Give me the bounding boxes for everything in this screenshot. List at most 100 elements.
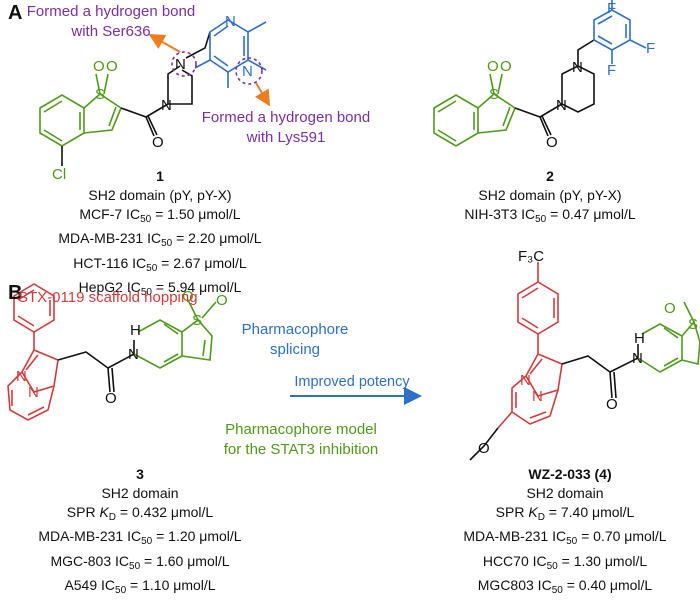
property-sub: 50 [129, 560, 141, 572]
property-sub: D [537, 511, 545, 523]
property-post: = 2.20 μmol/L [172, 230, 262, 246]
atom-o-3b: O [216, 292, 228, 309]
atom-h-4: H [634, 330, 645, 347]
annotation-ser636-line2: with Ser636 [71, 23, 151, 40]
atom-n-pyrazine-1b: N [242, 63, 253, 80]
chemical-structures [7, 0, 700, 461]
annotation-ser636: Formed a hydrogen bond with Ser636 [26, 2, 196, 42]
property-post: = 0.432 μmol/L [116, 503, 214, 520]
property-pre: SPR [66, 503, 100, 520]
panel-a-letter: A [8, 2, 23, 24]
property-post: = 1.30 μmol/L [557, 552, 648, 569]
pharmacophore-splicing-label: Pharmacophore splicing [230, 320, 360, 360]
compound-1-number: 1 [156, 168, 164, 184]
property-line: MDA-MB-231 IC50 = 2.20 μmol/L [20, 229, 300, 254]
property-post: = 0.40 μmol/L [562, 577, 653, 593]
property-pre: MDA-MB-231 IC [463, 528, 567, 544]
property-pre: SPR [495, 503, 529, 520]
property-sub: 50 [146, 262, 158, 274]
property-sub: 50 [566, 536, 578, 547]
compound-1-structure [39, 19, 271, 166]
property-line: SPR KD = 7.40 μmol/L [430, 503, 700, 528]
atom-o-1a: O [93, 58, 105, 75]
scaffold-hopping-label: STX-0119 scaffold hopping [18, 289, 198, 306]
compound-2-number: 2 [546, 168, 554, 184]
property-pre: MDA-MB-231 IC [38, 528, 142, 544]
property-post: = 1.10 μmol/L [126, 577, 216, 593]
atom-s-2: S [489, 86, 500, 103]
property-post: = 5.94 μmol/L [151, 279, 242, 295]
pharmacophore-model-line2: for the STAT3 inhibition [223, 441, 379, 458]
atom-f3c-4: F₃C [518, 248, 545, 265]
atom-o-2b: O [500, 58, 512, 75]
compound-4-structure [469, 262, 700, 461]
compound-1-benzothiophene [39, 92, 122, 147]
property-pre: MCF-7 IC [79, 205, 141, 222]
compound-3-number: 3 [136, 466, 144, 482]
property-pre: HCT-116 IC [73, 254, 147, 271]
property-sub: D [108, 511, 117, 523]
annotation-lys591: Formed a hydrogen bond with Lys591 [200, 108, 372, 148]
atom-n-amide-1: N [161, 97, 172, 114]
property-post: = 7.40 μmol/L [544, 503, 635, 520]
property-sub: 50 [161, 238, 173, 249]
property-pre: SH2 domain [526, 485, 604, 501]
property-pre: MGC-803 IC [50, 552, 130, 569]
atom-n-amide-4: N [632, 350, 643, 367]
property-sub: 50 [140, 213, 152, 225]
property-line: NIH-3T3 IC50 = 0.47 μmol/L [400, 205, 700, 230]
property-sub: 50 [115, 585, 127, 596]
atom-o-1b: O [106, 58, 118, 75]
pharmacophore-model-line1: Pharmacophore model [225, 421, 377, 438]
property-ital: K [99, 503, 109, 520]
compound-4-number: WZ-2-033 (4) [528, 466, 612, 482]
atom-o-3a: O [182, 288, 194, 305]
atom-n-piperazine-1: N [175, 56, 186, 73]
compound-3-structure [7, 283, 217, 421]
atom-n-4a: N [520, 372, 531, 389]
property-post: = 1.60 μmol/L [140, 552, 230, 569]
atom-cl-1: Cl [52, 166, 67, 183]
atom-h-3: H [130, 322, 141, 339]
property-post: = 1.50 μmol/L [151, 205, 241, 222]
annotation-lys591-line1: Formed a hydrogen bond [201, 109, 371, 126]
atom-n-2b: N [572, 59, 583, 76]
property-pre: MGC803 IC [477, 577, 552, 593]
atom-f-2b: F [646, 40, 656, 57]
property-pre: NIH-3T3 IC [464, 205, 536, 222]
atom-o-carbonyl-1: O [152, 134, 164, 151]
property-line: SH2 domain (pY, pY-X) [20, 186, 300, 205]
improved-potency-label: Improved potency [294, 374, 410, 390]
atom-o-carbonyl-2: O [546, 134, 558, 151]
pharmacophore-model-label: Pharmacophore model for the STAT3 inhibi… [208, 420, 394, 460]
atom-n-3a: N [16, 368, 27, 385]
property-line: A549 IC50 = 1.10 μmol/L [10, 576, 270, 601]
property-line: MGC-803 IC50 = 1.60 μmol/L [10, 552, 270, 577]
atom-o-4a: O [664, 300, 676, 317]
property-line: SH2 domain [10, 484, 270, 503]
property-line: SPR KD = 0.432 μmol/L [10, 503, 270, 528]
property-ital: K [528, 503, 538, 520]
property-line: HCT-116 IC50 = 2.67 μmol/L [20, 254, 300, 279]
property-pre: SH2 domain (pY, pY-X) [88, 187, 232, 203]
property-line: SH2 domain [430, 484, 700, 503]
compound-1-properties: SH2 domain (pY, pY-X)MCF-7 IC50 = 1.50 μ… [20, 186, 300, 303]
atom-n-pyrazine-1a: N [225, 13, 236, 30]
atom-n-3b: N [28, 384, 39, 401]
property-line: MDA-MB-231 IC50 = 0.70 μmol/L [430, 527, 700, 552]
property-line: HepG2 IC50 = 5.94 μmol/L [20, 278, 300, 303]
annotation-lys591-line2: with Lys591 [246, 129, 326, 146]
property-post: = 2.67 μmol/L [157, 254, 247, 271]
property-sub: 50 [551, 585, 563, 596]
property-line: MDA-MB-231 IC50 = 1.20 μmol/L [10, 527, 270, 552]
atom-n-2a: N [556, 97, 567, 114]
compound-2-properties: SH2 domain (pY, pY-X) NIH-3T3 IC50 = 0.47… [400, 186, 700, 229]
atom-o-carbonyl-4: O [606, 396, 618, 413]
compound-2-structure [433, 0, 647, 147]
property-pre: SH2 domain (pY, pY-X) [478, 187, 622, 203]
annotation-ser636-line1: Formed a hydrogen bond [26, 3, 196, 20]
atom-s-3: S [192, 312, 203, 329]
atom-n-amide-3: N [128, 346, 139, 363]
property-line: MCF-7 IC50 = 1.50 μmol/L [20, 205, 300, 230]
